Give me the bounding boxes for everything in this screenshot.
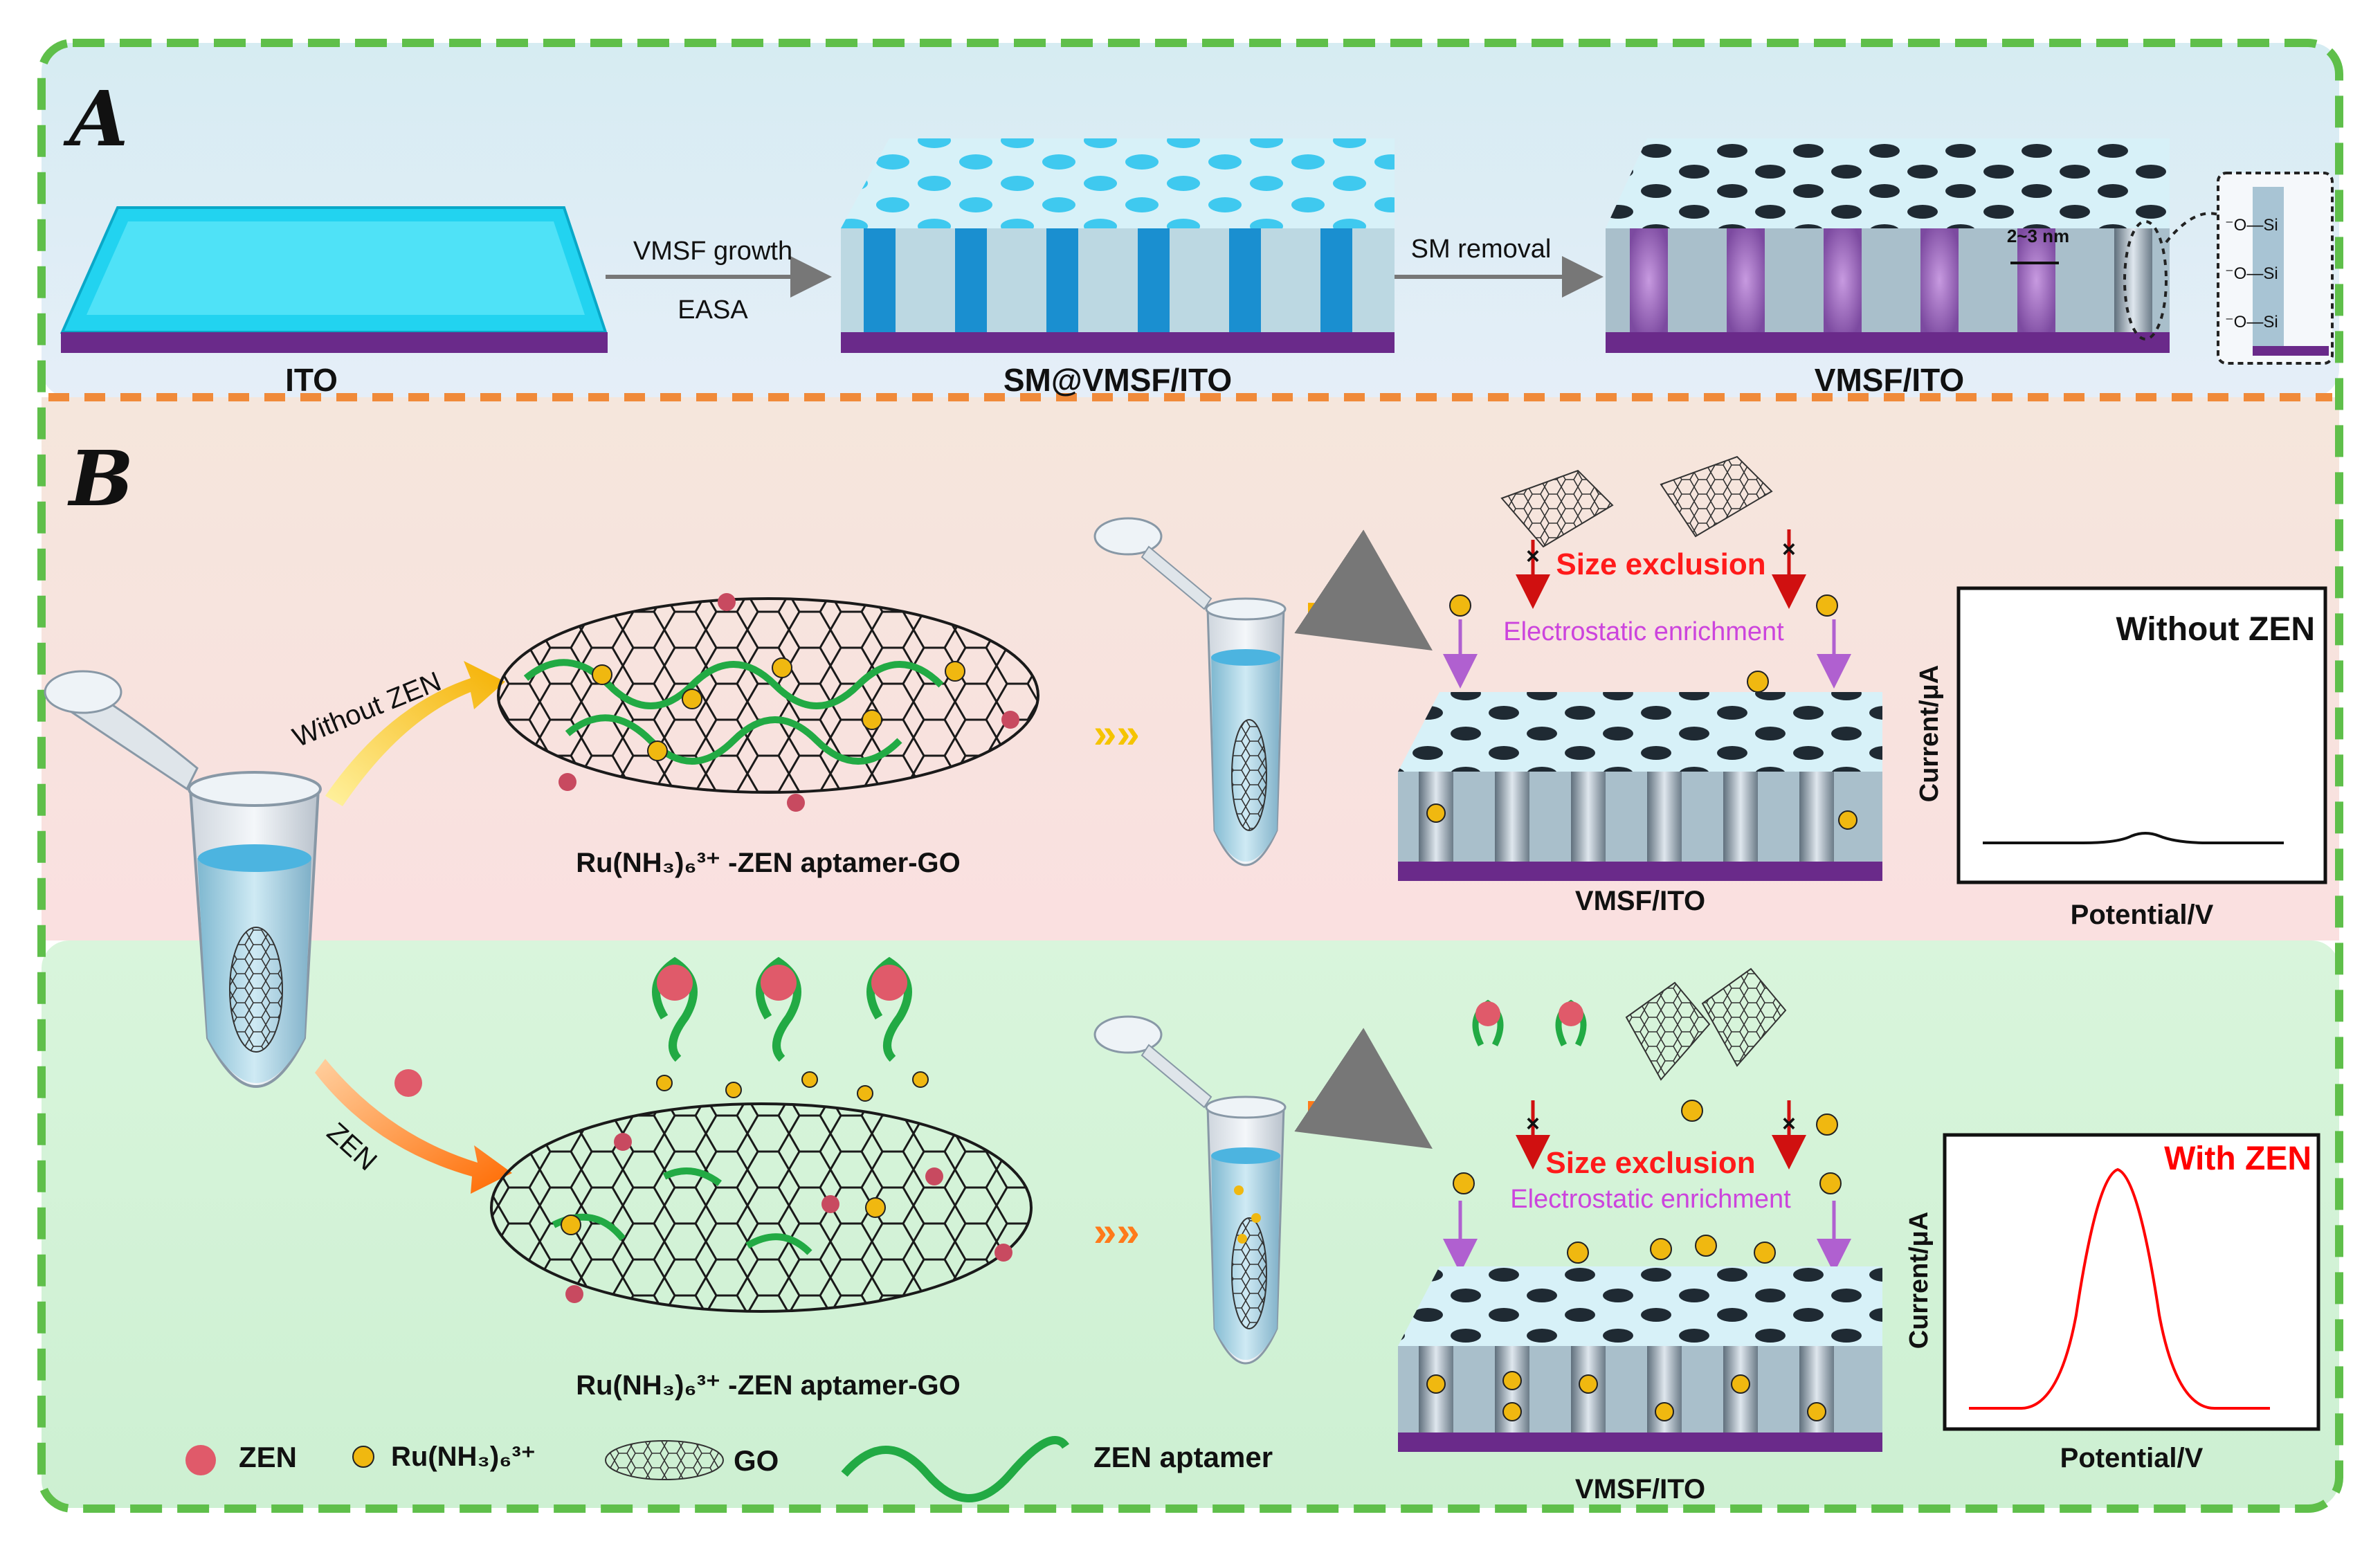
aptamer-zen-complexes [652,956,912,1062]
vmsf-electrode-top [1398,692,1882,881]
arrow-to-electrode-top [1294,529,1433,651]
cross-right-top: × [1782,536,1796,563]
legend-go-icon [605,1440,724,1480]
chevrons-top: »» [1093,710,1140,756]
arrow-without-zen [325,661,505,806]
vmsf-label-bottom: VMSF/ITO [1575,1474,1705,1504]
ito-label: ITO [285,362,338,398]
legend-zen-label: ZEN [239,1441,297,1473]
go-sheet-bottom [490,1102,1033,1313]
sm-pore-openings [841,138,1395,228]
zoom-connector [2165,212,2219,244]
size-exclusion-top: Size exclusion [1556,547,1765,581]
free-ru-ions-bottom [656,1071,929,1102]
go-flake-3 [1625,981,1711,1081]
step1-bottom-label: EASA [678,295,748,325]
zen-bound-2 [1559,1001,1583,1026]
go-flake-2 [1660,455,1773,538]
legend [185,1436,1069,1502]
pore-size-label: 2~3 nm [2007,226,2069,246]
vmsf-electrode-bottom [1398,1266,1882,1452]
go-flake-4 [1701,967,1787,1067]
complex-label-bottom: Ru(NH₃)₆³⁺ -ZEN aptamer-GO [576,1370,961,1401]
electrostatic-top: Electrostatic enrichment [1503,617,1784,646]
panel-b-top-background [42,397,2339,940]
plot-bottom-xlabel: Potential/V [2060,1443,2204,1473]
panel-a-letter: A [63,74,128,163]
legend-aptamer-label: ZEN aptamer [1093,1441,1273,1473]
cross-left-top: × [1526,543,1540,570]
ito-slab [60,206,608,353]
small-tube-bottom [1093,1015,1287,1365]
plot-with-zen [1943,1133,2320,1431]
ru-ions-bottom-cloud [1453,1100,1842,1264]
vmsf-label-top: VMSF/ITO [1575,886,1705,916]
legend-zen-icon [185,1445,216,1475]
arrow-zen [315,1059,512,1194]
complex-label-top: Ru(NH₃)₆³⁺ -ZEN aptamer-GO [576,848,961,878]
step2-top-label: SM removal [1411,235,1552,264]
plot-bottom-title: With ZEN [2164,1140,2311,1177]
ru-ion-top-3 [1747,671,1769,693]
go-sheet-top [497,593,1039,812]
legend-go-label: GO [734,1444,779,1477]
outer-dashed-frame [37,39,2343,1513]
plot-bottom-ylabel: Current/μA [1905,1212,1934,1349]
plot-without-zen [1956,586,2327,884]
plot-top-xlabel: Potential/V [2071,900,2214,930]
silanol-zoom-box [2217,172,2334,365]
curve-without-zen [1983,832,2284,844]
vmsf-label-a: VMSF/ITO [1815,362,1964,398]
silanol-2: ⁻O—Si [2225,264,2278,283]
zen-bound-1 [1475,1001,1500,1026]
main-tube [44,670,322,1088]
go-flake-1 [1500,469,1614,548]
cross-right-bottom: × [1782,1111,1796,1137]
step1-top-label: VMSF growth [633,237,792,266]
legend-ru-icon [352,1446,374,1468]
silanol-1: ⁻O—Si [2225,216,2278,235]
electrostatic-bottom: Electrostatic enrichment [1510,1185,1791,1214]
plot-top-ylabel: Current/μA [1915,665,1944,802]
size-exclusion-bottom: Size exclusion [1545,1146,1755,1180]
sm-vmsf-label: SM@VMSF/ITO [1003,362,1232,398]
small-tube-top [1093,517,1287,866]
legend-ru-label: Ru(NH₃)₆³⁺ [391,1442,536,1472]
chevrons-bottom: »» [1093,1208,1140,1255]
ru-ion-top-2 [1816,594,1838,617]
vmsf-pore-openings-a [1606,138,2170,228]
zen-molecule-free [394,1069,422,1097]
legend-aptamer-icon [841,1436,1069,1502]
silanol-3: ⁻O—Si [2225,313,2278,331]
curve-with-zen [1969,1167,2270,1410]
plot-top-title: Without ZEN [2116,611,2315,648]
cross-left-bottom: × [1526,1111,1540,1137]
ru-ion-top-1 [1449,594,1471,617]
pore-zoom-circle [2123,220,2168,340]
panel-b-letter: B [67,434,134,523]
arrow-to-electrode-bottom [1294,1028,1433,1149]
